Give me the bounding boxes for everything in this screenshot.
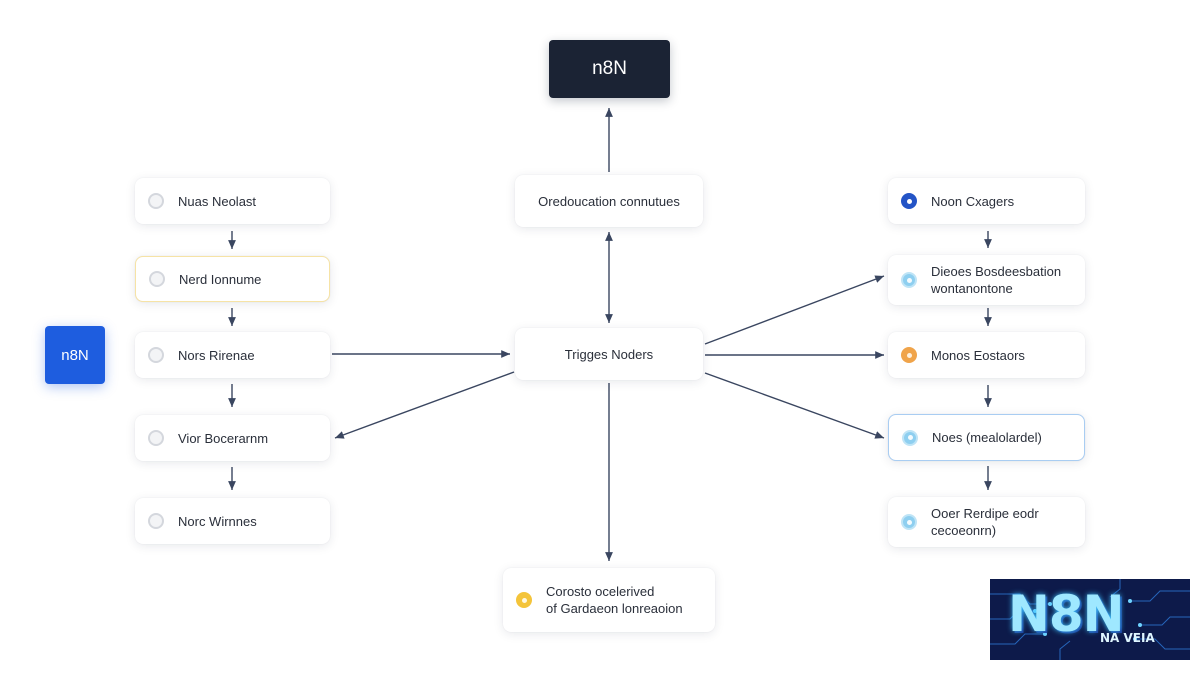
edge-hub-to-right-4 — [704, 372, 885, 439]
n8n-top-node-label: n8N — [592, 58, 627, 79]
right-node-5-line2: cecoeonrn) — [931, 523, 997, 538]
right-node-3[interactable]: Monos Eostaors — [888, 332, 1085, 378]
node-status-icon — [901, 193, 917, 209]
n8n-left-node[interactable]: n8N — [45, 326, 105, 384]
left-node-1[interactable]: Nuas Neolast — [135, 178, 330, 224]
right-node-4[interactable]: Noes (mealolardel) — [888, 414, 1085, 461]
n8n-left-node-label: n8N — [61, 346, 89, 364]
node-status-icon — [901, 347, 917, 363]
center-bottom-node-line2: of Gardaeon lonreaoion — [546, 601, 683, 616]
right-node-2-line2: wontanontone — [931, 281, 1013, 296]
center-bottom-node-line1: Corosto ocelerived — [546, 584, 655, 599]
right-node-1-label: Noon Cxagers — [931, 193, 1015, 209]
right-node-2-line1: Dieoes Bosdeesbation — [931, 264, 1062, 279]
center-bottom-node-label: Corosto ocelerived of Gardaeon lonreaoio… — [546, 583, 683, 617]
left-node-1-label: Nuas Neolast — [178, 193, 257, 209]
hub-node-label: Trigges Noders — [564, 346, 654, 362]
watermark-brand-text: N8N — [1008, 585, 1124, 643]
left-node-5-label: Norc Wirnnes — [178, 513, 257, 529]
circuit-pattern-icon — [990, 579, 1190, 660]
left-node-3-label: Nors Rirenae — [178, 347, 255, 363]
right-node-2[interactable]: Dieoes Bosdeesbation wontanontone — [888, 255, 1085, 305]
node-status-icon — [516, 592, 532, 608]
left-node-3[interactable]: Nors Rirenae — [135, 332, 330, 378]
left-node-2-label: Nerd Ionnume — [179, 271, 262, 287]
edge-hub-to-right-2 — [704, 275, 885, 345]
left-node-2[interactable]: Nerd Ionnume — [135, 256, 330, 302]
right-node-3-label: Monos Eostaors — [931, 347, 1025, 363]
n8n-top-node[interactable]: n8N — [549, 40, 670, 98]
center-top-node[interactable]: Oredoucation connutues — [515, 175, 703, 227]
right-node-4-label: Noes (mealolardel) — [932, 430, 1042, 445]
edge-hub-to-left-4 — [334, 371, 515, 439]
right-node-5-label: Ooer Rerdipe eodr cecoeonrn) — [931, 505, 1039, 539]
left-node-4-label: Vior Bocerarnm — [178, 430, 269, 446]
brand-watermark-logo: N8N NA VEIA — [990, 579, 1190, 660]
right-node-2-label: Dieoes Bosdeesbation wontanontone — [931, 263, 1061, 297]
node-status-icon — [902, 429, 918, 446]
hub-node[interactable]: Trigges Noders — [515, 328, 703, 380]
watermark-sub-text: NA VEIA — [1100, 631, 1155, 645]
center-top-node-label: Oredoucation connutues — [538, 193, 680, 209]
right-node-5[interactable]: Ooer Rerdipe eodr cecoeonrn) — [888, 497, 1085, 547]
node-status-icon — [148, 347, 164, 363]
node-status-icon — [148, 513, 164, 529]
center-bottom-node[interactable]: Corosto ocelerived of Gardaeon lonreaoio… — [503, 568, 715, 632]
node-status-icon — [149, 271, 165, 287]
node-status-icon — [148, 430, 164, 446]
left-node-5[interactable]: Norc Wirnnes — [135, 498, 330, 544]
right-node-5-line1: Ooer Rerdipe eodr — [931, 506, 1039, 521]
node-status-icon — [901, 272, 917, 288]
node-status-icon — [148, 193, 164, 209]
right-node-1[interactable]: Noon Cxagers — [888, 178, 1085, 224]
left-node-4[interactable]: Vior Bocerarnm — [135, 415, 330, 461]
node-status-icon — [901, 514, 917, 530]
